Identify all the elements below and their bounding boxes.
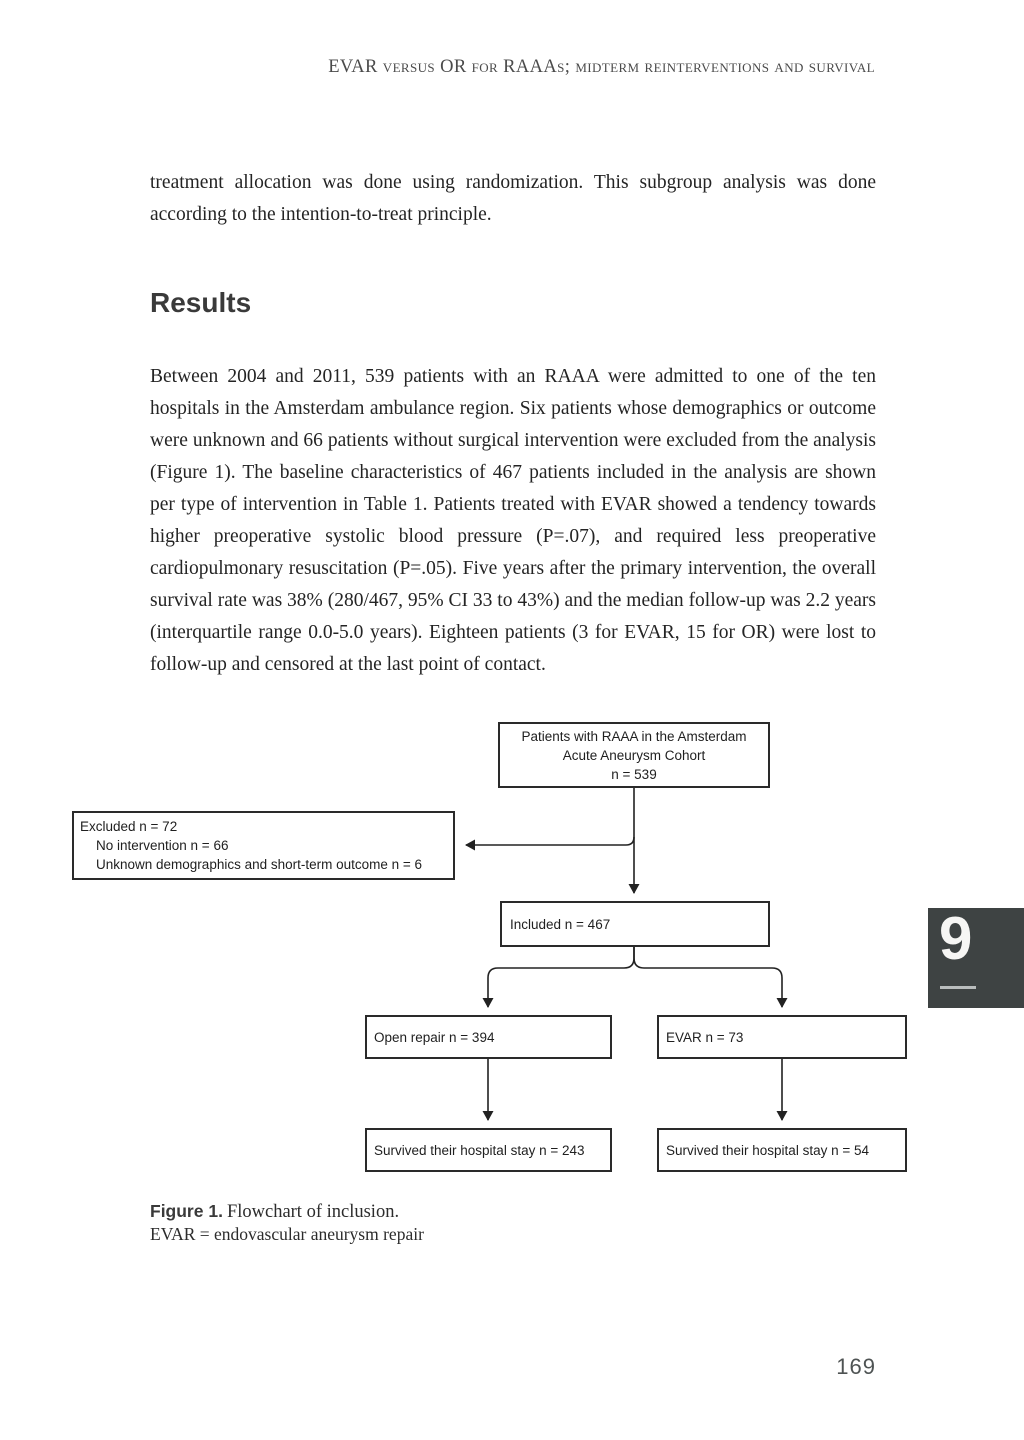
- running-head: EVAR versus OR for RAAAs; midterm reinte…: [328, 57, 875, 77]
- flowchart-box-survived-open: Survived their hospital stay n = 243: [365, 1128, 612, 1172]
- evar-label: EVAR n = 73: [666, 1029, 744, 1045]
- results-heading: Results: [150, 286, 252, 318]
- figure-note: EVAR = endovascular aneurysm repair: [150, 1224, 424, 1244]
- flowchart-box-evar: EVAR n = 73: [657, 1015, 907, 1059]
- connector-split-right: [633, 947, 788, 1008]
- cohort-line-2: Acute Aneurysm Cohort: [562, 748, 706, 763]
- flowchart-box-open-repair: Open repair n = 394: [365, 1015, 612, 1059]
- excluded-line-3: Unknown demographics and short-term outc…: [96, 857, 423, 872]
- figure-title: Flowchart of inclusion.: [226, 1202, 400, 1222]
- open-repair-label: Open repair n = 394: [374, 1029, 495, 1045]
- survived-open-label: Survived their hospital stay n = 243: [374, 1142, 585, 1158]
- page-number: 169: [836, 1354, 876, 1379]
- flowchart-box-excluded: Excluded n = 72 No intervention n = 66 U…: [72, 811, 455, 880]
- cohort-line-3: n = 539: [611, 767, 657, 782]
- chapter-tab: 9: [928, 905, 1024, 1008]
- connector-to-excluded: [465, 836, 635, 851]
- chapter-tab-rule: [940, 986, 976, 989]
- chapter-number: 9: [939, 905, 973, 972]
- survived-evar-label: Survived their hospital stay n = 54: [666, 1142, 869, 1158]
- excluded-line-1: Excluded n = 72: [80, 819, 178, 834]
- figure-label: Figure 1.: [150, 1201, 223, 1221]
- figure-caption: Figure 1. Flowchart of inclusion. EVAR =…: [150, 1201, 876, 1245]
- cohort-line-1: Patients with RAAA in the Amsterdam: [521, 729, 747, 744]
- results-paragraph: Between 2004 and 2011, 539 patients with…: [150, 365, 876, 675]
- intro-paragraph: treatment allocation was done using rand…: [150, 171, 876, 225]
- flowchart-box-cohort: Patients with RAAA in the Amsterdam Acut…: [498, 722, 770, 788]
- included-label: Included n = 467: [510, 916, 611, 932]
- figure-caption-line: Figure 1. Flowchart of inclusion.: [150, 1201, 876, 1223]
- flowchart-box-survived-evar: Survived their hospital stay n = 54: [657, 1128, 907, 1172]
- connector-split-left: [482, 947, 635, 1008]
- flowchart-box-included: Included n = 467: [500, 901, 770, 947]
- excluded-line-2: No intervention n = 66: [96, 838, 229, 853]
